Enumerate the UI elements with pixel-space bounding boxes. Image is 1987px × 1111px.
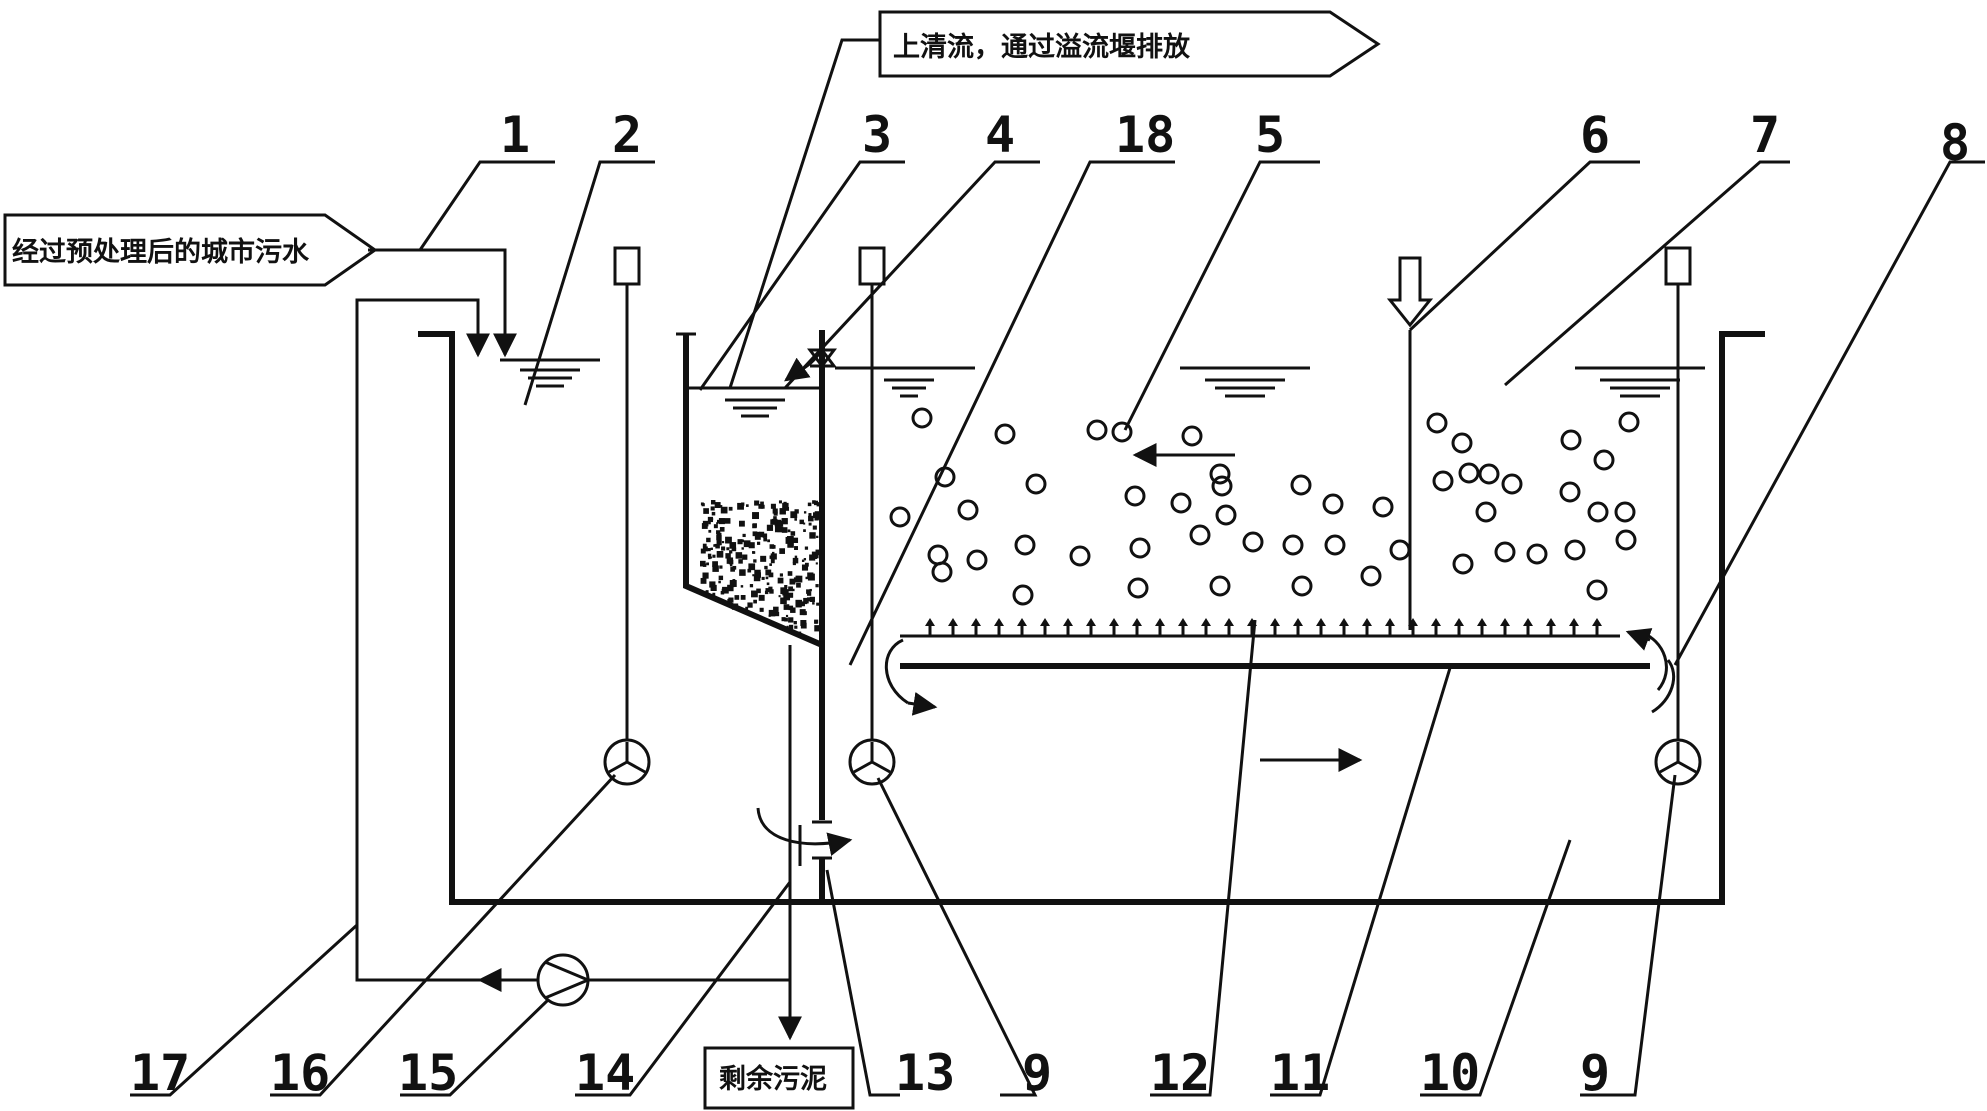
carrier bbox=[889, 506, 911, 528]
carrier bbox=[1451, 432, 1473, 454]
carrier bbox=[1389, 539, 1411, 561]
svg-text:上清流，通过溢流堰排放: 上清流，通过溢流堰排放 bbox=[893, 31, 1191, 63]
settled-sludge bbox=[700, 500, 822, 635]
carrier bbox=[1014, 534, 1036, 556]
carrier bbox=[1181, 425, 1203, 447]
label-12: 12 bbox=[1150, 1044, 1210, 1102]
carrier bbox=[1282, 534, 1304, 556]
carrier bbox=[1025, 473, 1047, 495]
carrier bbox=[1458, 462, 1480, 484]
label-7: 7 bbox=[1750, 106, 1780, 164]
label-11: 11 bbox=[1270, 1044, 1330, 1102]
carrier bbox=[1501, 473, 1523, 495]
label-2: 2 bbox=[612, 106, 642, 164]
label-15: 15 bbox=[398, 1044, 458, 1102]
carrier bbox=[1111, 421, 1133, 443]
carrier bbox=[1291, 575, 1313, 597]
svg-text:经过预处理后的城市污水: 经过预处理后的城市污水 bbox=[12, 236, 310, 268]
carrier bbox=[1209, 463, 1231, 485]
inflow-pipe bbox=[368, 248, 517, 358]
label-16: 16 bbox=[270, 1044, 330, 1102]
stirrer-16 bbox=[603, 246, 651, 786]
stirrer-9-left bbox=[848, 246, 896, 786]
label-4: 4 bbox=[985, 106, 1015, 164]
label-18: 18 bbox=[1115, 106, 1175, 164]
carrier bbox=[1242, 531, 1264, 553]
label-3: 3 bbox=[862, 106, 892, 164]
carrier bbox=[966, 549, 988, 571]
leader-lines bbox=[130, 160, 1985, 1097]
carrier bbox=[1211, 475, 1233, 497]
label-14: 14 bbox=[575, 1044, 635, 1102]
label-5: 5 bbox=[1255, 106, 1285, 164]
carrier bbox=[1360, 565, 1382, 587]
stirrer-9-right bbox=[1654, 246, 1702, 786]
carrier bbox=[1189, 524, 1211, 546]
label-10: 10 bbox=[1420, 1044, 1480, 1102]
carrier bbox=[1290, 474, 1312, 496]
label-13: 13 bbox=[895, 1044, 955, 1102]
carrier bbox=[1069, 545, 1091, 567]
carrier bbox=[1127, 577, 1149, 599]
label-9-left: 9 bbox=[1022, 1044, 1052, 1102]
carrier bbox=[1559, 481, 1581, 503]
carrier bbox=[1615, 529, 1637, 551]
carrier bbox=[1322, 493, 1344, 515]
settling-hopper bbox=[676, 332, 824, 648]
carrier bbox=[1475, 501, 1497, 523]
carrier bbox=[1432, 470, 1454, 492]
carrier bbox=[1124, 485, 1146, 507]
water-levels bbox=[500, 358, 1705, 398]
label-1: 1 bbox=[500, 106, 530, 164]
carrier bbox=[1209, 575, 1231, 597]
overflow-label: 上清流，通过溢流堰排放 bbox=[878, 10, 1381, 78]
carrier bbox=[1129, 537, 1151, 559]
carrier bbox=[1086, 419, 1108, 441]
carrier bbox=[927, 544, 949, 566]
carrier bbox=[1426, 412, 1448, 434]
part-numbers: 1 2 3 4 18 5 6 7 8 17 16 15 14 13 9 12 1… bbox=[130, 106, 1970, 1102]
carrier bbox=[1618, 411, 1640, 433]
label-8: 8 bbox=[1940, 114, 1970, 172]
inflow-label: 经过预处理后的城市污水 bbox=[3, 213, 378, 287]
carrier bbox=[1564, 539, 1586, 561]
label-17: 17 bbox=[130, 1044, 190, 1102]
carrier bbox=[1478, 463, 1500, 485]
carrier bbox=[1614, 501, 1636, 523]
carrier bbox=[911, 407, 933, 429]
aeration-pipe bbox=[900, 618, 1650, 669]
carrier bbox=[1012, 584, 1034, 606]
carrier bbox=[1372, 496, 1394, 518]
carrier bbox=[1560, 429, 1582, 451]
suspended-carriers bbox=[889, 407, 1640, 606]
label-6: 6 bbox=[1580, 106, 1610, 164]
carrier bbox=[994, 423, 1016, 445]
reactor-tank bbox=[418, 331, 1765, 905]
carrier bbox=[1215, 504, 1237, 526]
label-9-right: 9 bbox=[1580, 1044, 1610, 1102]
carrier bbox=[1324, 534, 1346, 556]
return-sludge-pipe bbox=[355, 298, 790, 1007]
carrier bbox=[1170, 492, 1192, 514]
sludge-label: 剩余污泥 bbox=[703, 1046, 855, 1110]
carrier bbox=[1587, 501, 1609, 523]
carrier bbox=[957, 499, 979, 521]
carrier bbox=[931, 561, 953, 583]
carrier bbox=[1526, 543, 1548, 565]
carrier bbox=[1586, 579, 1608, 601]
carrier bbox=[1593, 449, 1615, 471]
carrier bbox=[1494, 541, 1516, 563]
carrier bbox=[1452, 553, 1474, 575]
svg-text:剩余污泥: 剩余污泥 bbox=[719, 1063, 827, 1095]
